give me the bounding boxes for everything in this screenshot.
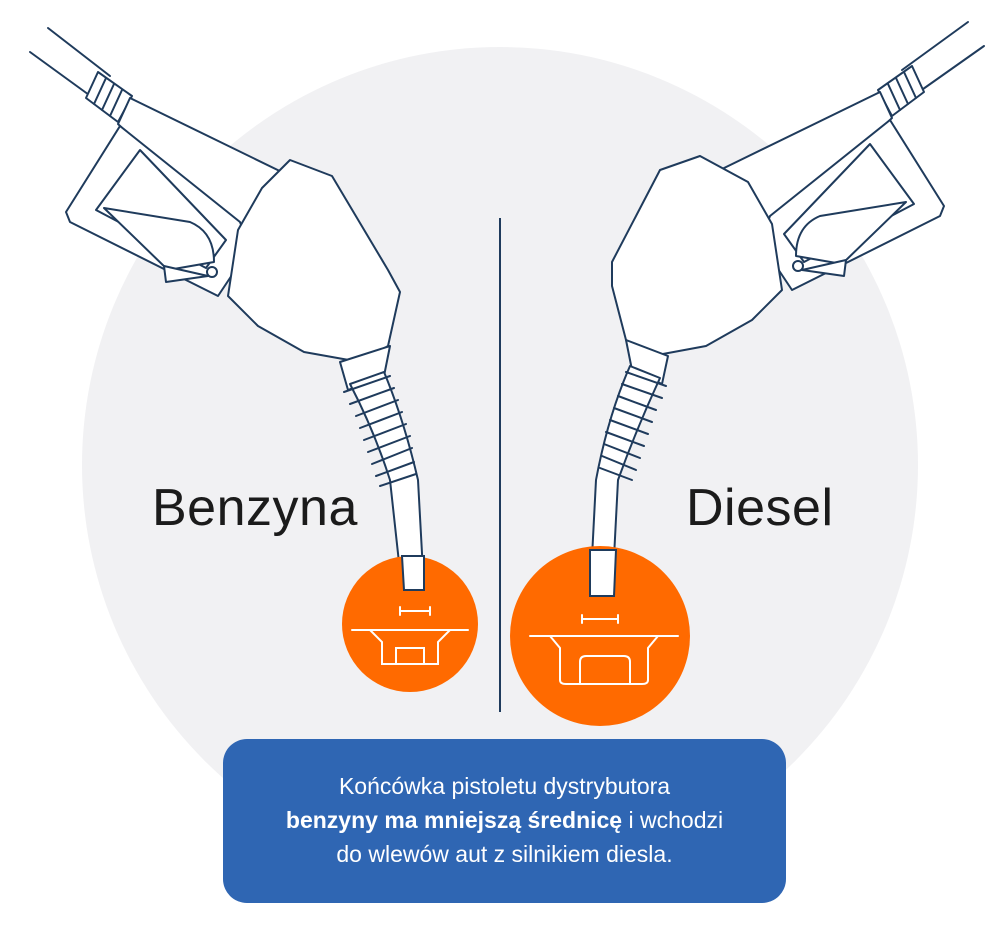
- caption-line-3: do wlewów aut z silnikiem diesla.: [336, 841, 673, 867]
- caption-box: Końcówka pistoletu dystrybutora benzyny …: [223, 739, 786, 903]
- label-benzyna: Benzyna: [152, 479, 358, 537]
- fuel-nozzle-icon: [29, 27, 425, 591]
- fuel-inlet-large-icon: [510, 546, 690, 726]
- caption-line-1: Końcówka pistoletu dystrybutora: [338, 773, 671, 799]
- caption-line-2: benzyny ma mniejszą średnicę i wchodzi: [223, 803, 786, 837]
- caption-line-2-rest: i wchodzi: [622, 807, 724, 833]
- fuel-nozzle-icon: [589, 21, 985, 597]
- label-diesel: Diesel: [686, 479, 834, 537]
- fuel-inlet-small-icon: [342, 555, 478, 692]
- caption-bold-text: benzyny ma mniejszą średnicę: [285, 807, 623, 833]
